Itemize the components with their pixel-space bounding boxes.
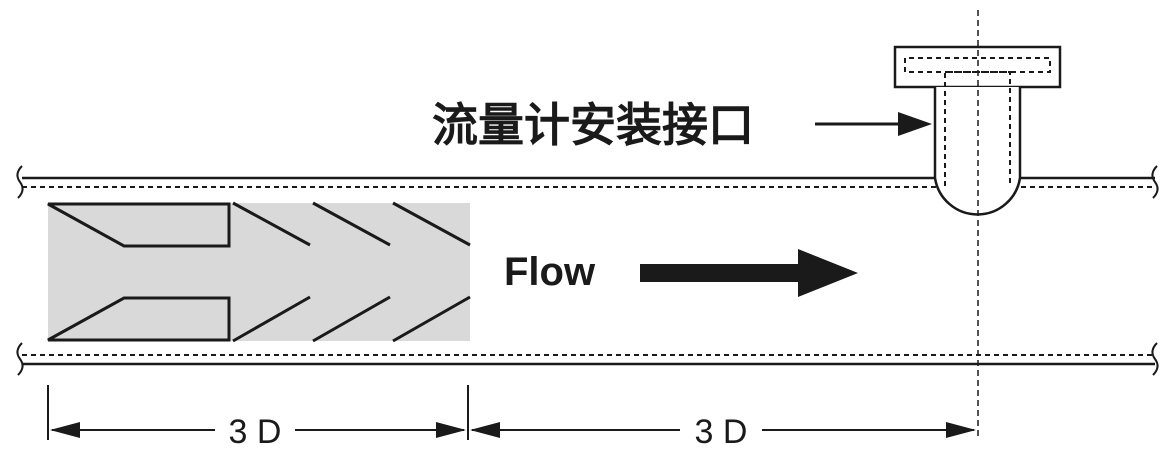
dim-arrow-downstream-start [470,422,500,438]
port-inner-channel [904,57,1051,186]
meter-mounting-port [893,10,1062,438]
dim-arrow-upstream-end [436,422,466,438]
flow-label: Flow [504,250,596,294]
dimension-downstream-label: 3 D [695,413,748,451]
pipe-break-left-top [16,165,24,199]
pipe-break-right-top [1151,165,1159,199]
pipe-break-right-bottom [1151,342,1159,376]
vane-lower-1 [232,295,311,343]
dimension-lines [47,385,974,440]
dim-arrow-upstream-start [50,422,80,438]
flow-conditioner-region [48,203,470,341]
mounting-port-label: 流量计安装接口 [432,98,754,152]
vane-upper-wedge [47,202,231,248]
vane-upper-2 [312,201,391,247]
mounting-port-arrow-head [898,112,932,136]
dimension-upstream-label: 3 D [229,413,282,451]
vane-lower-3 [392,295,471,343]
vane-lower-2 [312,295,391,343]
flow-conditioner-vanes [47,201,471,343]
vane-upper-1 [232,201,311,247]
dimension-arrowheads [50,422,976,438]
dim-arrow-downstream-end [946,422,976,438]
pipe-break-left-bottom [16,342,24,376]
flow-arrow-head [798,249,858,297]
vane-lower-wedge [47,296,231,342]
vane-upper-3 [392,201,471,247]
flow-arrow-shaft [640,264,802,282]
